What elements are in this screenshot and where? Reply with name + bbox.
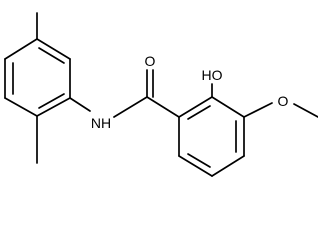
- carbonyl-oxygen-label: O: [145, 53, 156, 69]
- molecule-diagram: O HO NH O: [4, 12, 318, 177]
- right-benzene-ring: [178, 96, 245, 177]
- left-benzene-ring: [4, 38, 71, 117]
- amide-linkage: [69, 69, 180, 118]
- right-ring-substituents: [211, 83, 318, 118]
- amide-nh-label: NH: [91, 115, 111, 131]
- ether-oxygen-label: O: [278, 93, 289, 109]
- hydroxyl-label: HO: [202, 67, 223, 83]
- chemical-structure-canvas: O HO NH O: [4, 12, 318, 177]
